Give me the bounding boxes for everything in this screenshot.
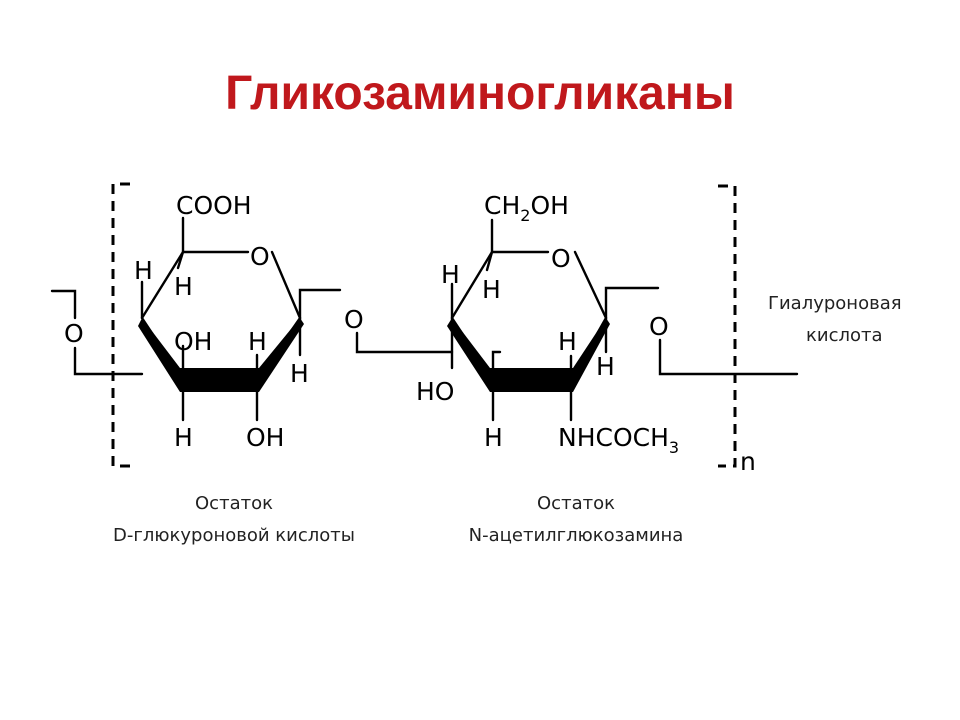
glycosidic-bond-middle	[355, 331, 454, 354]
left-ring-bold-front-edge	[180, 368, 259, 392]
right-residue-caption-line1: Остаток	[537, 493, 615, 514]
left-ring-oxygen: O	[250, 242, 270, 271]
left-oh-c3-down: OH	[246, 423, 284, 452]
glycosidic-oxygen-right: O	[649, 312, 669, 341]
right-residue-caption-line2: N-ацетилглюкозамина	[469, 525, 684, 546]
left-residue-caption-line2: D-глюкуроновой кислоты	[113, 525, 355, 546]
left-oh-c4: OH	[174, 327, 212, 356]
left-h-c5-outer: H	[134, 256, 153, 285]
left-h-c5-inner: H	[174, 272, 193, 301]
right-h-c5-inner: H	[482, 275, 501, 304]
left-h-c4-down: H	[174, 423, 193, 452]
right-nhcoch3-label: NHCOCH3	[558, 423, 679, 457]
right-h-c2: H	[558, 327, 577, 356]
right-ring-bold-front-right	[573, 318, 610, 392]
left-ring-bold-front-left	[138, 318, 180, 392]
right-h-c5-outer: H	[441, 260, 460, 289]
left-ring-substituent-bonds	[140, 216, 342, 422]
left-bracket	[111, 182, 130, 468]
right-chain-end-bond	[658, 338, 799, 376]
left-h-c1: H	[290, 359, 309, 388]
right-ring-oxygen: O	[551, 244, 571, 273]
right-ring-substituent-bonds	[450, 218, 660, 422]
left-residue-caption-line1: Остаток	[195, 493, 273, 514]
right-ring-bold-front-edge	[490, 368, 573, 392]
glycosidic-oxygen-left: O	[64, 319, 84, 348]
repeat-index-n: n	[740, 447, 756, 476]
polymer-name-line1: Гиалуроновая	[768, 293, 902, 314]
glycosidic-oxygen-middle: O	[344, 305, 364, 334]
right-ring-bold-front-left	[447, 318, 490, 392]
right-ch2oh-label: CH2OH	[484, 191, 569, 225]
left-ring-bold-front-right	[259, 318, 304, 392]
left-cooh-label: COOH	[176, 191, 252, 220]
right-h-c1: H	[596, 352, 615, 381]
right-bracket	[718, 184, 737, 468]
left-h-c3: H	[248, 327, 267, 356]
left-chain-end-bond	[50, 289, 144, 376]
right-ho-c4: HO	[416, 377, 454, 406]
polymer-name-line2: кислота	[806, 325, 883, 346]
right-h-c3-down: H	[484, 423, 503, 452]
slide-title: Гликозаминогликаны	[225, 67, 735, 120]
